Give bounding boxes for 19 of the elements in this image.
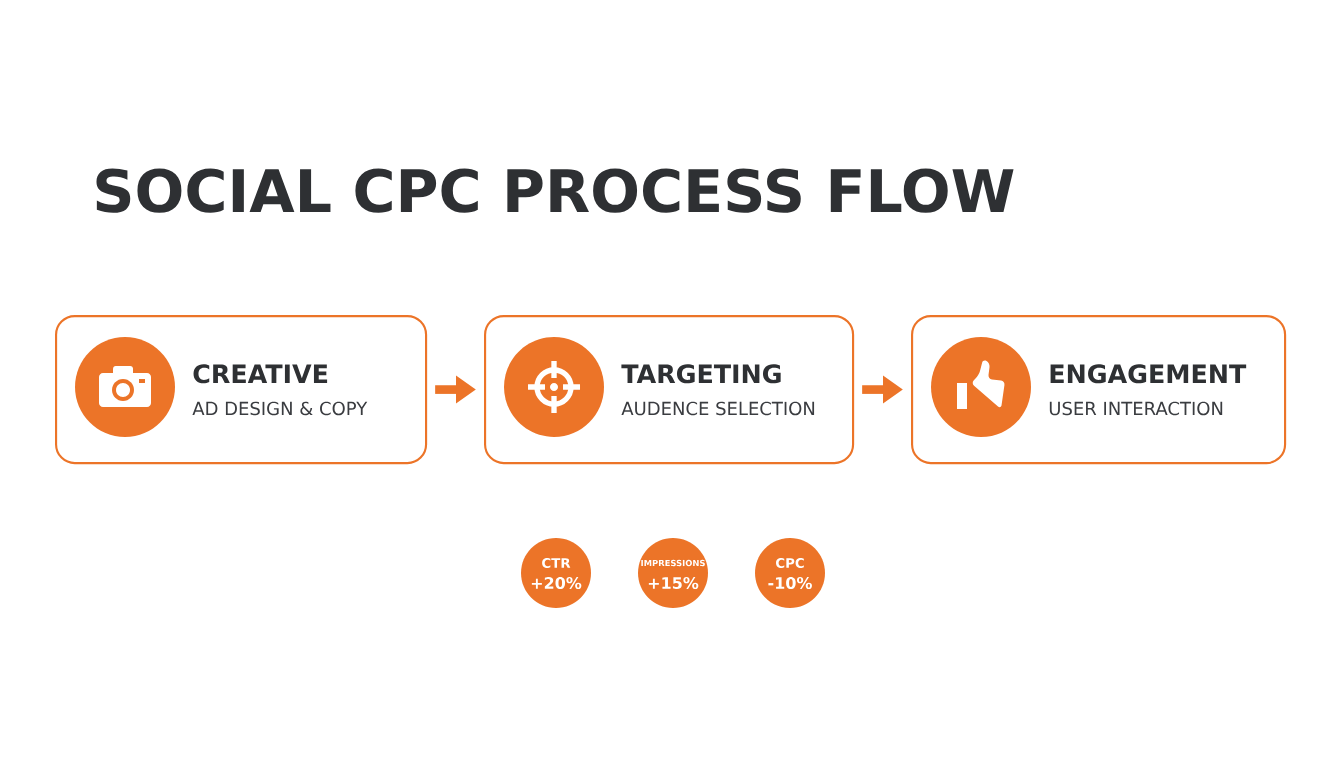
title: SOCIAL CPC PROCESS FLOW (96, 168, 1014, 213)
process-box (911, 315, 1287, 465)
step-subtitle: AUDENCE SELECTION (621, 401, 815, 416)
step-title: TARGETING (621, 364, 781, 384)
metric-text: +20% (531, 576, 582, 590)
step-subtitle: USER INTERACTION (1049, 401, 1223, 416)
process-box (484, 315, 855, 465)
metric-circle (755, 538, 825, 608)
metric-text: -10% (768, 576, 812, 590)
metric-circle (521, 538, 591, 608)
metric-text: CPC (776, 557, 804, 569)
metric-circle (638, 538, 708, 608)
metric-text: CTR (542, 557, 571, 569)
step-title: ENGAGEMENT (1050, 364, 1247, 384)
metric-text: IMPRESSIONS (641, 559, 705, 567)
step-title: CREATIVE (193, 364, 328, 384)
process-box (55, 315, 428, 465)
step-subtitle: AD DESIGN & COPY (192, 401, 368, 416)
metric-text: +15% (648, 576, 699, 590)
